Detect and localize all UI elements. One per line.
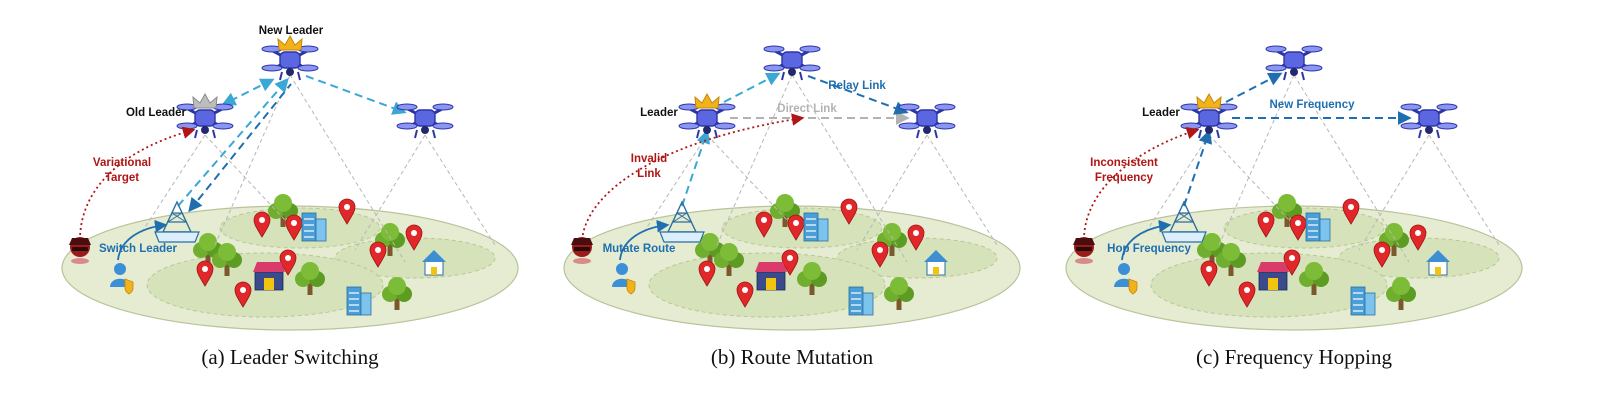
new-frequency-label: New Frequency: [1270, 99, 1356, 111]
panel-caption: (c) Frequency Hopping: [1196, 345, 1392, 369]
coverage-beams: [1143, 74, 1500, 263]
station-to-new-leader-link-1: [177, 77, 289, 207]
action-label: Hop Frequency: [1107, 243, 1191, 255]
operator-command-path: [1121, 219, 1172, 261]
operator-command-path: [619, 219, 670, 261]
station-to-new-leader-link-2: [188, 83, 292, 213]
station-to-leader-link: [1183, 129, 1213, 207]
station-to-leader-link: [681, 129, 711, 207]
hacker-icon: [571, 237, 593, 264]
ground-scene: [564, 194, 1020, 330]
panel-c-frequency-hopping: Leader New Frequency Inconsistent Freque…: [1066, 44, 1522, 369]
direct-link-label: Direct Link: [777, 103, 837, 115]
drone-icon: [395, 102, 455, 140]
drone-icon: [260, 44, 320, 82]
crown-icon: [277, 35, 303, 51]
operator-command-path: [117, 219, 168, 261]
relay-link-1: [723, 72, 781, 103]
crown-icon: [694, 93, 720, 109]
drone-icon: [1399, 102, 1459, 140]
action-label: Switch Leader: [99, 243, 177, 255]
attack-target-label-line2: Target: [105, 172, 139, 184]
hacker-icon: [1073, 237, 1095, 264]
new-leader-to-follower-link: [305, 75, 407, 115]
attack-path: [1083, 127, 1200, 241]
crown-icon: [192, 93, 218, 109]
attack-target-label-line1: Variational: [93, 157, 151, 169]
panel-a-leader-switching: New Leader Old Leader Variational Target…: [62, 25, 518, 369]
new-frequency-link-1: [1225, 72, 1283, 103]
drone-icon: [762, 44, 822, 82]
coverage-beams: [641, 74, 998, 263]
attack-target-label-line1: Invalid: [631, 153, 667, 165]
attack-path: [581, 113, 805, 241]
attack-target-label-line2: Frequency: [1095, 172, 1154, 184]
panel-caption: (b) Route Mutation: [711, 345, 874, 369]
relay-link-2: [807, 75, 909, 115]
panel-caption: (a) Leader Switching: [201, 345, 379, 369]
action-label: Mutate Route: [603, 243, 676, 255]
panel-b-route-mutation: Leader Relay Link Direct Link Invalid Li…: [564, 44, 1020, 369]
crown-icon: [1196, 93, 1222, 109]
new-to-old-leader-link: [221, 78, 275, 106]
drone-icon: [897, 102, 957, 140]
leader-label: Leader: [640, 107, 678, 119]
coverage-beams: [139, 74, 496, 263]
leader-label: Leader: [1142, 107, 1180, 119]
attack-target-label-line2: Link: [637, 168, 661, 180]
ground-scene: [62, 194, 518, 330]
old-leader-label: Old Leader: [126, 107, 187, 119]
attack-target-label-line1: Inconsistent: [1090, 157, 1158, 169]
new-leader-label: New Leader: [259, 25, 324, 37]
relay-link-label: Relay Link: [828, 80, 886, 92]
ground-scene: [1066, 194, 1522, 330]
drone-icon: [677, 102, 737, 140]
hacker-icon: [69, 237, 91, 264]
drone-icon: [1264, 44, 1324, 82]
